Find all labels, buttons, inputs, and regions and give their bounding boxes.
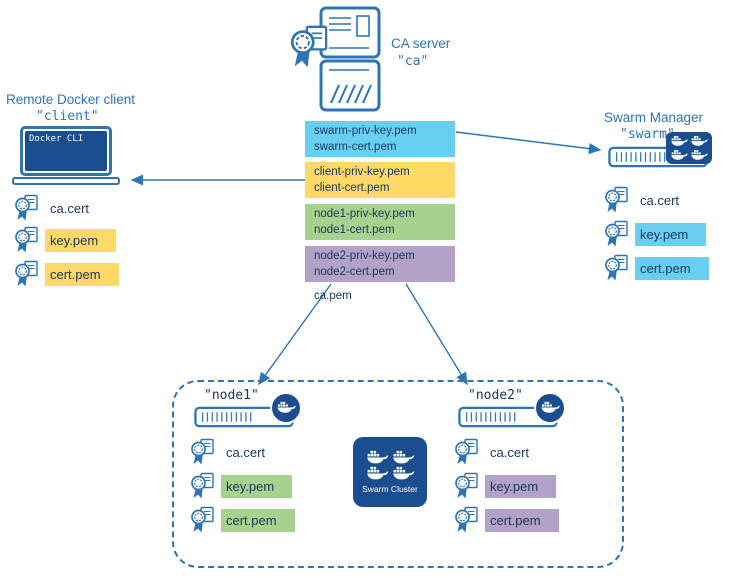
node2-ca-cert-row: ca.cert	[454, 438, 534, 466]
client-ca-cert-row: ca.cert	[14, 194, 94, 222]
node2-key-files-box: node2-priv-key.pem node2-cert.pem	[305, 246, 455, 282]
file-label: node1-priv-key.pem	[314, 208, 415, 220]
docker-whale-icon	[391, 466, 415, 482]
certificate-icon	[454, 472, 480, 500]
docker-whale-icon	[670, 149, 688, 162]
file-label: swarm-priv-key.pem	[314, 125, 417, 137]
docker-whale-icon	[365, 466, 389, 482]
file-label: client-cert.pem	[314, 182, 390, 194]
file-label: swarm-cert.pem	[314, 141, 397, 153]
certificate-icon	[190, 472, 216, 500]
certificate-icon	[190, 438, 216, 466]
docker-cli-terminal: Docker CLI	[25, 131, 107, 171]
docker-swarm-badge	[666, 132, 712, 164]
docker-whale-icon	[365, 450, 389, 466]
swarm-manager-group: Swarm Manager "swarm" ca.cert key.pem ce…	[604, 110, 736, 295]
node1-ca-cert-row: ca.cert	[190, 438, 270, 466]
node1-key-pem-row: key.pem	[190, 472, 293, 500]
cert-label: cert.pem	[221, 508, 295, 532]
cert-label: key.pem	[485, 474, 557, 498]
file-label: node2-cert.pem	[314, 266, 395, 278]
docker-badge	[270, 392, 302, 424]
cert-label: cert.pem	[635, 256, 709, 280]
docker-whale-icon	[670, 135, 688, 148]
ca-pem-label: ca.pem	[314, 290, 352, 302]
certificate-icon	[454, 506, 480, 534]
client-key-pem-row: key.pem	[14, 226, 117, 254]
client-name: "client"	[36, 109, 99, 124]
laptop-icon: Docker CLI	[12, 126, 120, 185]
certificate-icon	[604, 254, 630, 282]
laptop-base	[12, 177, 120, 185]
manager-key-pem-row: key.pem	[604, 220, 707, 248]
node1-name: "node1"	[204, 388, 259, 403]
certificate-icon	[604, 186, 630, 214]
ca-server-title: CA server	[391, 36, 451, 51]
docker-whale-icon	[690, 149, 708, 162]
certificate-icon	[14, 260, 40, 288]
cluster-whale-grid	[365, 450, 415, 482]
ca-server-name: "ca"	[397, 54, 429, 69]
cert-label: key.pem	[45, 228, 117, 252]
cert-label: ca.cert	[640, 192, 680, 208]
cert-label: ca.cert	[490, 444, 530, 460]
docker-badge	[534, 392, 566, 424]
docker-whale-icon	[540, 401, 560, 415]
node1-key-files-box: node1-priv-key.pem node1-cert.pem	[305, 204, 455, 240]
file-label: node2-priv-key.pem	[314, 250, 415, 262]
cert-label: key.pem	[635, 222, 707, 246]
laptop-screen: Docker CLI	[20, 126, 112, 176]
manager-name: "swarm"	[620, 127, 675, 142]
certificate-icon	[604, 220, 630, 248]
swarm-cluster-box: Swarm Cluster	[353, 437, 427, 507]
swarm-cluster-boundary	[172, 380, 624, 568]
certificate-icon	[14, 194, 40, 222]
node1-group: "node1" ca.cert key.pem cert.pem	[190, 386, 330, 551]
cert-label: cert.pem	[45, 262, 119, 286]
node2-group: "node2" ca.cert key.pem cert.pem	[454, 386, 594, 551]
node2-name: "node2"	[468, 388, 523, 403]
swarm-key-files-box: swarm-priv-key.pem swarm-cert.pem	[305, 121, 455, 157]
certificate-icon	[190, 506, 216, 534]
docker-whale-icon	[690, 135, 708, 148]
docker-whale-icon	[276, 401, 296, 415]
docker-whale-icon	[391, 450, 415, 466]
swarm-cluster-label: Swarm Cluster	[362, 484, 418, 494]
cert-label: key.pem	[221, 474, 293, 498]
node2-key-pem-row: key.pem	[454, 472, 557, 500]
manager-cert-pem-row: cert.pem	[604, 254, 709, 282]
file-label: node1-cert.pem	[314, 224, 395, 236]
cert-label: ca.cert	[226, 444, 266, 460]
client-key-files-box: client-priv-key.pem client-cert.pem	[305, 162, 455, 198]
certificate-icon	[454, 438, 480, 466]
cert-label: cert.pem	[485, 508, 559, 532]
file-label: client-priv-key.pem	[314, 166, 410, 178]
manager-ca-cert-row: ca.cert	[604, 186, 684, 214]
node2-cert-pem-row: cert.pem	[454, 506, 559, 534]
ca-certificate-icon	[289, 24, 331, 70]
certificate-icon	[14, 226, 40, 254]
manager-title: Swarm Manager	[604, 110, 704, 125]
client-title: Remote Docker client	[6, 92, 136, 107]
cert-label: ca.cert	[50, 200, 90, 216]
node1-cert-pem-row: cert.pem	[190, 506, 295, 534]
client-cert-pem-row: cert.pem	[14, 260, 119, 288]
client-group: Remote Docker client "client" Docker CLI…	[6, 92, 166, 302]
